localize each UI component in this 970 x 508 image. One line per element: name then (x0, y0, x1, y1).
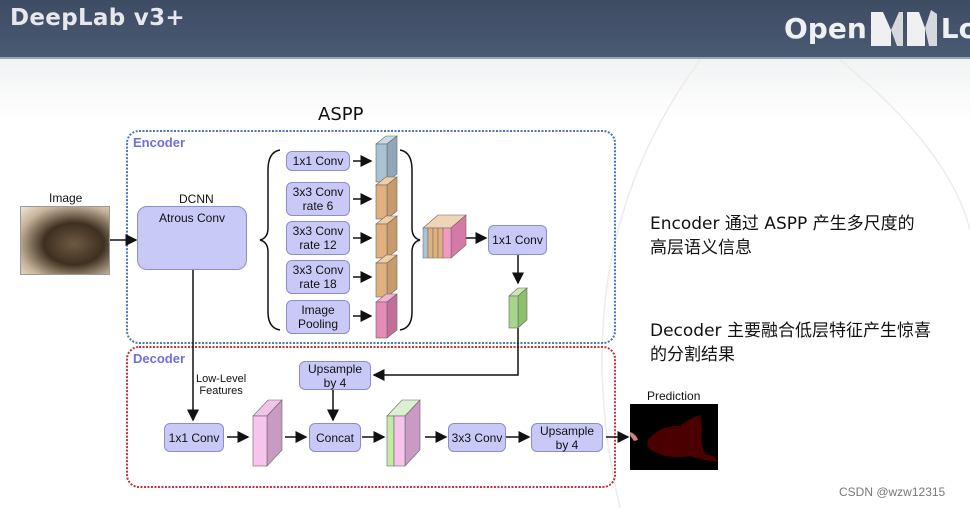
atrous-conv-label: Atrous Conv (158, 211, 226, 225)
decoder-note-line2: 的分割结果 (650, 345, 735, 365)
logo-text: Open (784, 11, 867, 45)
feature-map-pooling (375, 293, 398, 339)
image-label: Image (49, 191, 83, 205)
slide-header: DeepLab v3+ Open Lo (0, 0, 970, 59)
encoder-output-feature (508, 287, 528, 329)
encoder-note-line2: 高层语义信息 (650, 238, 752, 258)
aspp-right-brace (399, 149, 421, 331)
logo-text-tail: Lo (940, 11, 970, 45)
aspp-branch-label-2: Pooling (297, 317, 339, 331)
watermark: CSDN @wzw12315 (839, 485, 946, 499)
upsample-label: Upsample (307, 361, 363, 376)
decoder-note: Decoder 主要融合低层特征产生惊喜 的分割结果 (650, 319, 931, 367)
upsample-factor: by 4 (323, 375, 347, 390)
aspp-branch-label: 3x3 Conv (292, 224, 344, 238)
concat-node: Concat (309, 423, 361, 452)
encoder-1x1-conv-node: 1x1 Conv (488, 225, 547, 255)
aspp-branch-label: 3x3 Conv (292, 263, 344, 277)
feature-map-rate12 (375, 215, 398, 259)
decoder-label: Decoder (133, 351, 186, 366)
decoder-1x1-conv-label: 1x1 Conv (168, 430, 220, 445)
input-image-thumbnail (20, 206, 110, 275)
mm-logo-icon (870, 10, 937, 46)
upsample-by4-node: Upsample by 4 (299, 361, 371, 390)
concatenated-feature-stack (422, 214, 467, 259)
final-upsample-factor: by 4 (555, 437, 579, 452)
decoder-1x1-conv-node: 1x1 Conv (164, 423, 224, 452)
aspp-branch-rate6: 3x3 Conv rate 6 (286, 182, 350, 216)
dcnn-atrous-conv-node: Atrous Conv (137, 206, 247, 270)
feature-map-1x1 (375, 135, 398, 183)
aspp-branch-rate: rate 18 (299, 277, 337, 291)
final-upsample-node: Upsample by 4 (531, 423, 603, 452)
low-level-line2: Features (199, 385, 243, 397)
aspp-branch-rate: rate 12 (299, 238, 337, 252)
final-upsample-label: Upsample (539, 423, 595, 438)
aspp-branch-rate12: 3x3 Conv rate 12 (286, 221, 350, 255)
low-level-feature-map (252, 399, 283, 467)
low-level-features-label: Low-Level Features (196, 373, 246, 397)
openmmlab-logo: Open Lo (784, 8, 970, 48)
decoder-3x3-conv-node: 3x3 Conv (448, 423, 506, 452)
background-fade (0, 59, 970, 119)
aspp-branch-rate18: 3x3 Conv rate 18 (286, 260, 350, 294)
aspp-left-brace (259, 149, 281, 331)
aspp-branch-label: 3x3 Conv (292, 185, 344, 199)
aspp-branch-image-pooling: Image Pooling (286, 300, 350, 334)
encoder-label: Encoder (133, 135, 186, 150)
aspp-branch-label: 1x1 Conv (292, 154, 344, 168)
aspp-branch-label: Image (301, 303, 335, 317)
prediction-mask (630, 404, 718, 470)
encoder-note: Encoder 通过 ASPP 产生多尺度的 高层语义信息 (650, 212, 915, 260)
low-level-line1: Low-Level (196, 373, 247, 385)
feature-map-rate6 (375, 176, 398, 220)
decoder-note-line1: Decoder 主要融合低层特征产生惊喜 (650, 321, 931, 341)
encoder-note-line1: Encoder 通过 ASPP 产生多尺度的 (650, 214, 915, 234)
encoder-1x1-conv-label: 1x1 Conv (492, 233, 543, 247)
prediction-label: Prediction (647, 389, 701, 403)
aspp-title: ASPP (318, 104, 364, 125)
encoder-frame (126, 130, 616, 344)
concat-feature-map (386, 399, 421, 467)
decoder-3x3-conv-label: 3x3 Conv (451, 430, 503, 445)
slide-title: DeepLab v3+ (10, 5, 185, 31)
aspp-branch-rate: rate 6 (302, 199, 334, 213)
aspp-branch-1x1: 1x1 Conv (286, 151, 350, 171)
concat-label: Concat (315, 430, 355, 445)
feature-map-rate18 (375, 254, 398, 298)
arrow-green-to-upsample (372, 328, 519, 381)
dcnn-label: DCNN (179, 192, 214, 206)
decoder-frame (126, 346, 616, 488)
